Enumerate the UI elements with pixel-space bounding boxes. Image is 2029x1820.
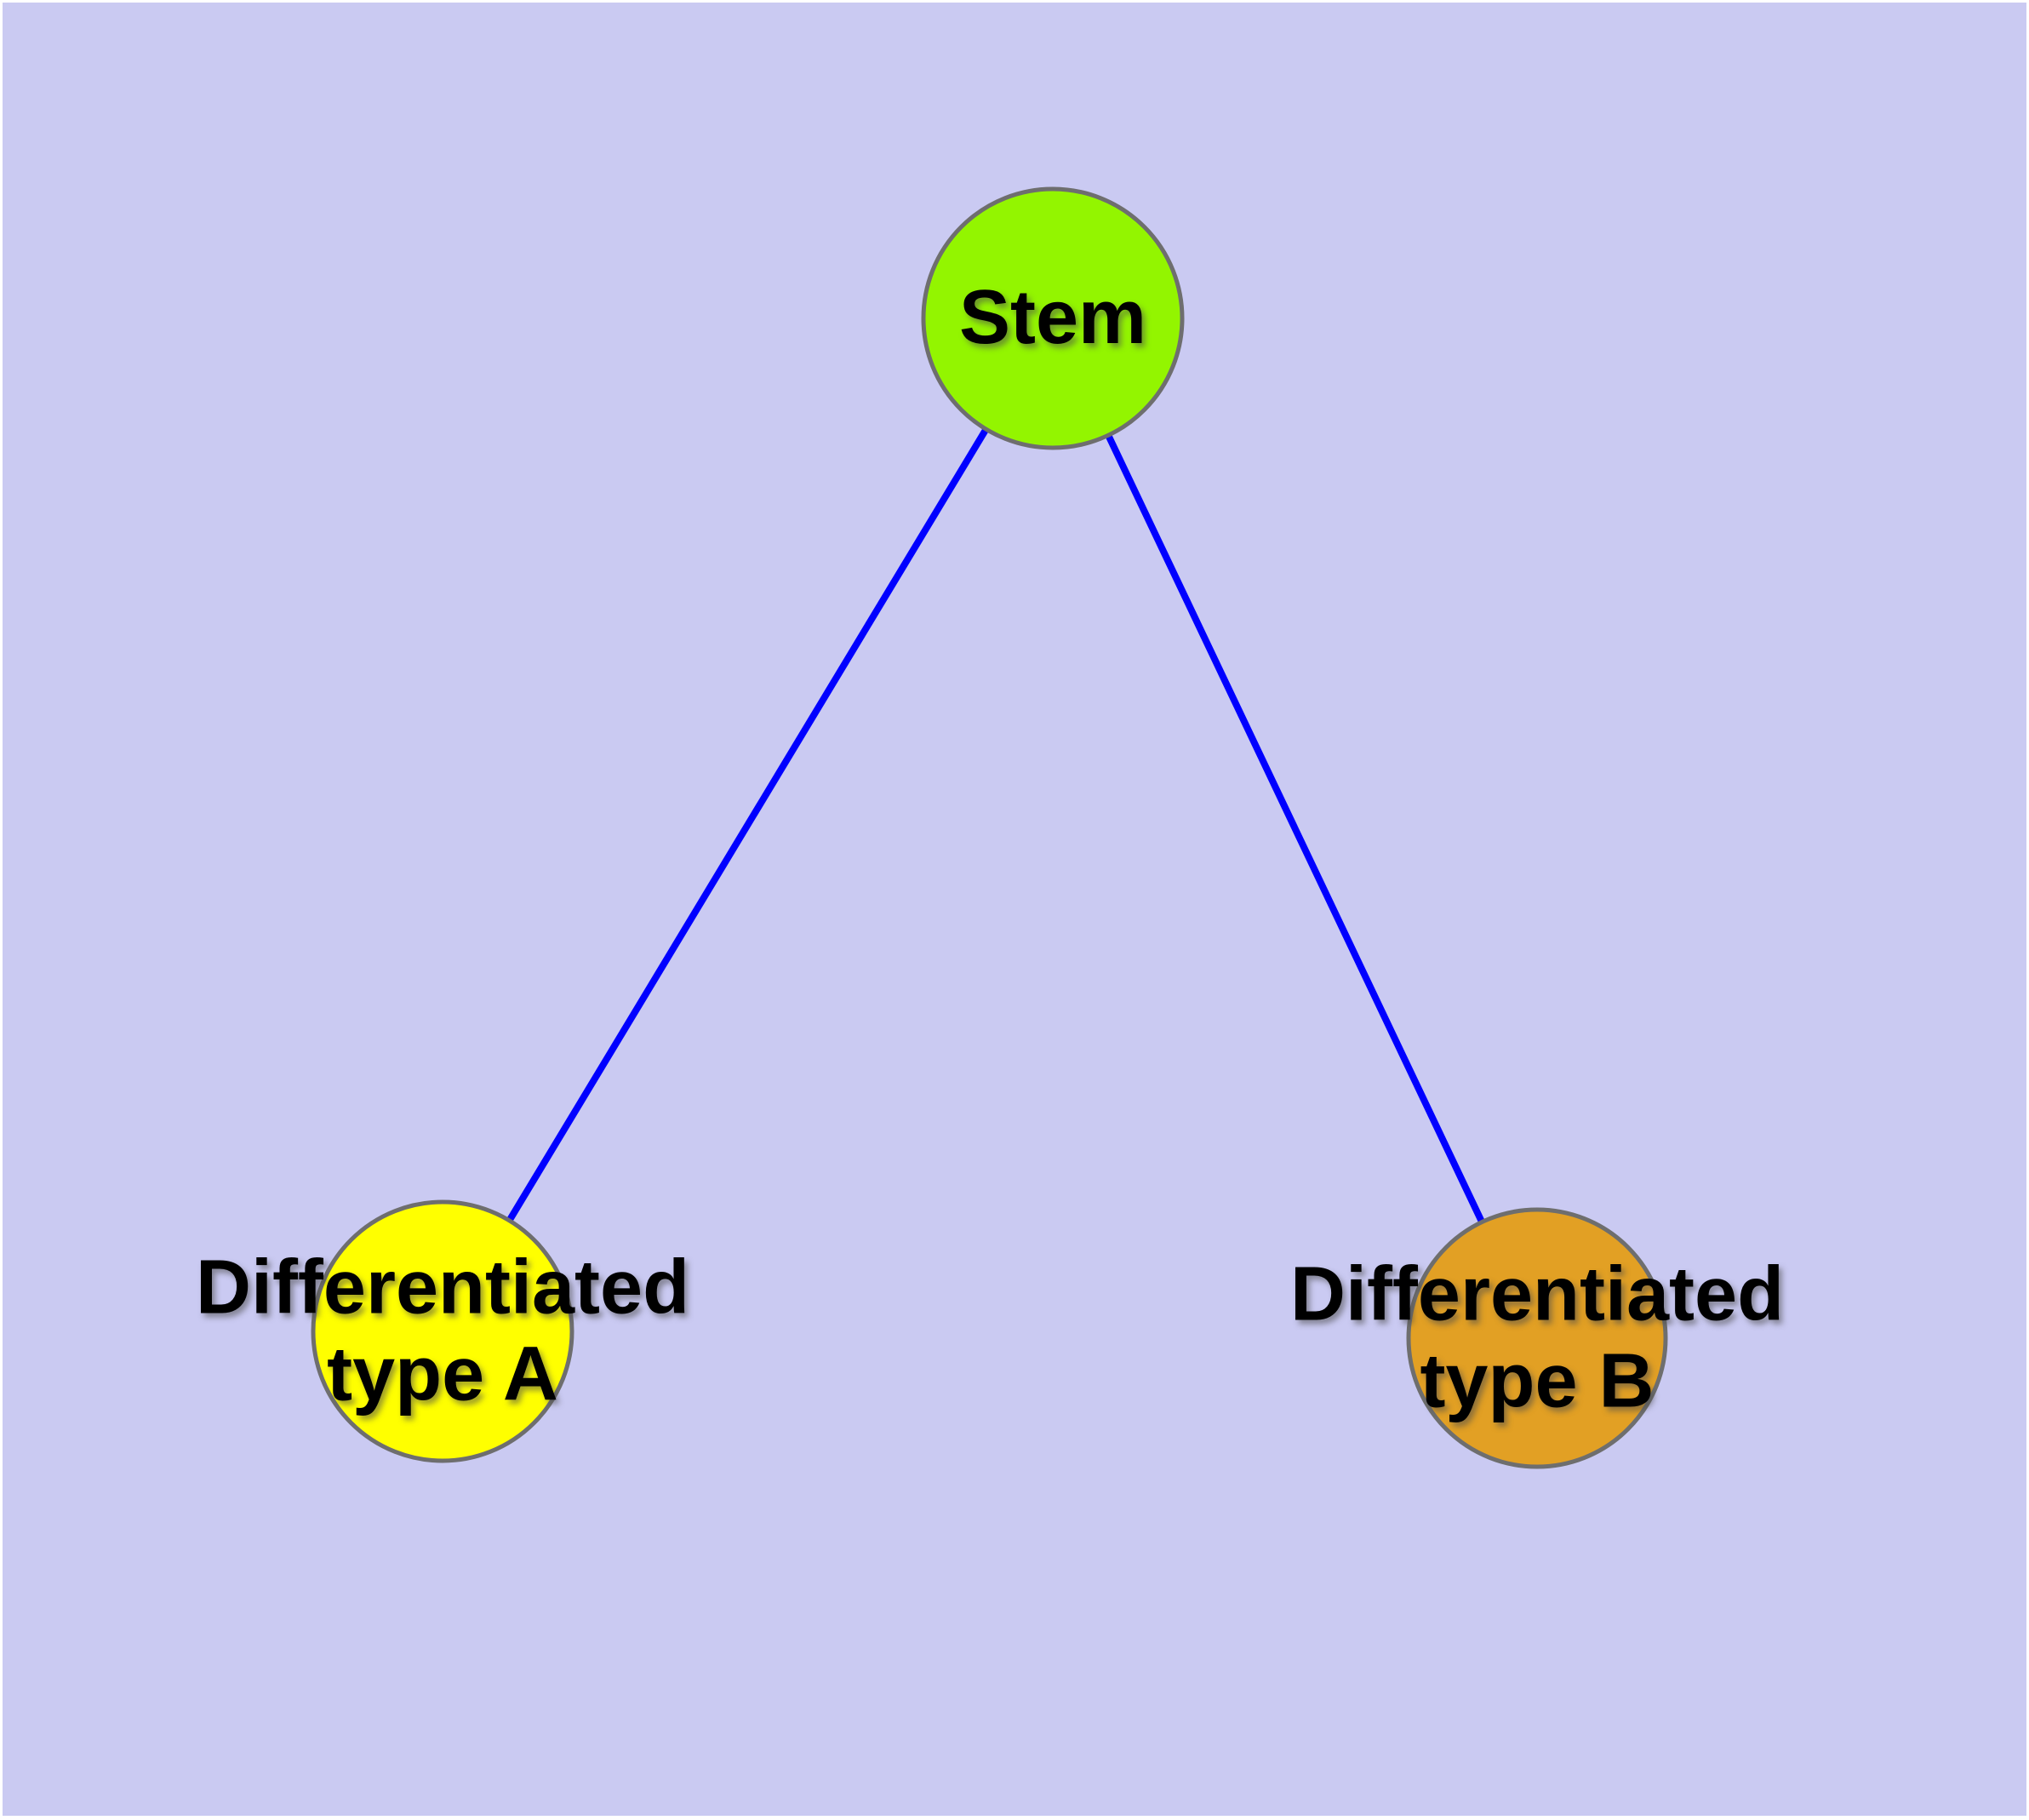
node-stem-circle (921, 186, 1185, 450)
node-differentiated-type-b-circle (1406, 1207, 1668, 1469)
edge-stem-to-type-b (1049, 317, 1540, 1340)
node-differentiated-type-a-circle (311, 1199, 574, 1463)
edge-stem-to-type-a (439, 316, 1056, 1334)
